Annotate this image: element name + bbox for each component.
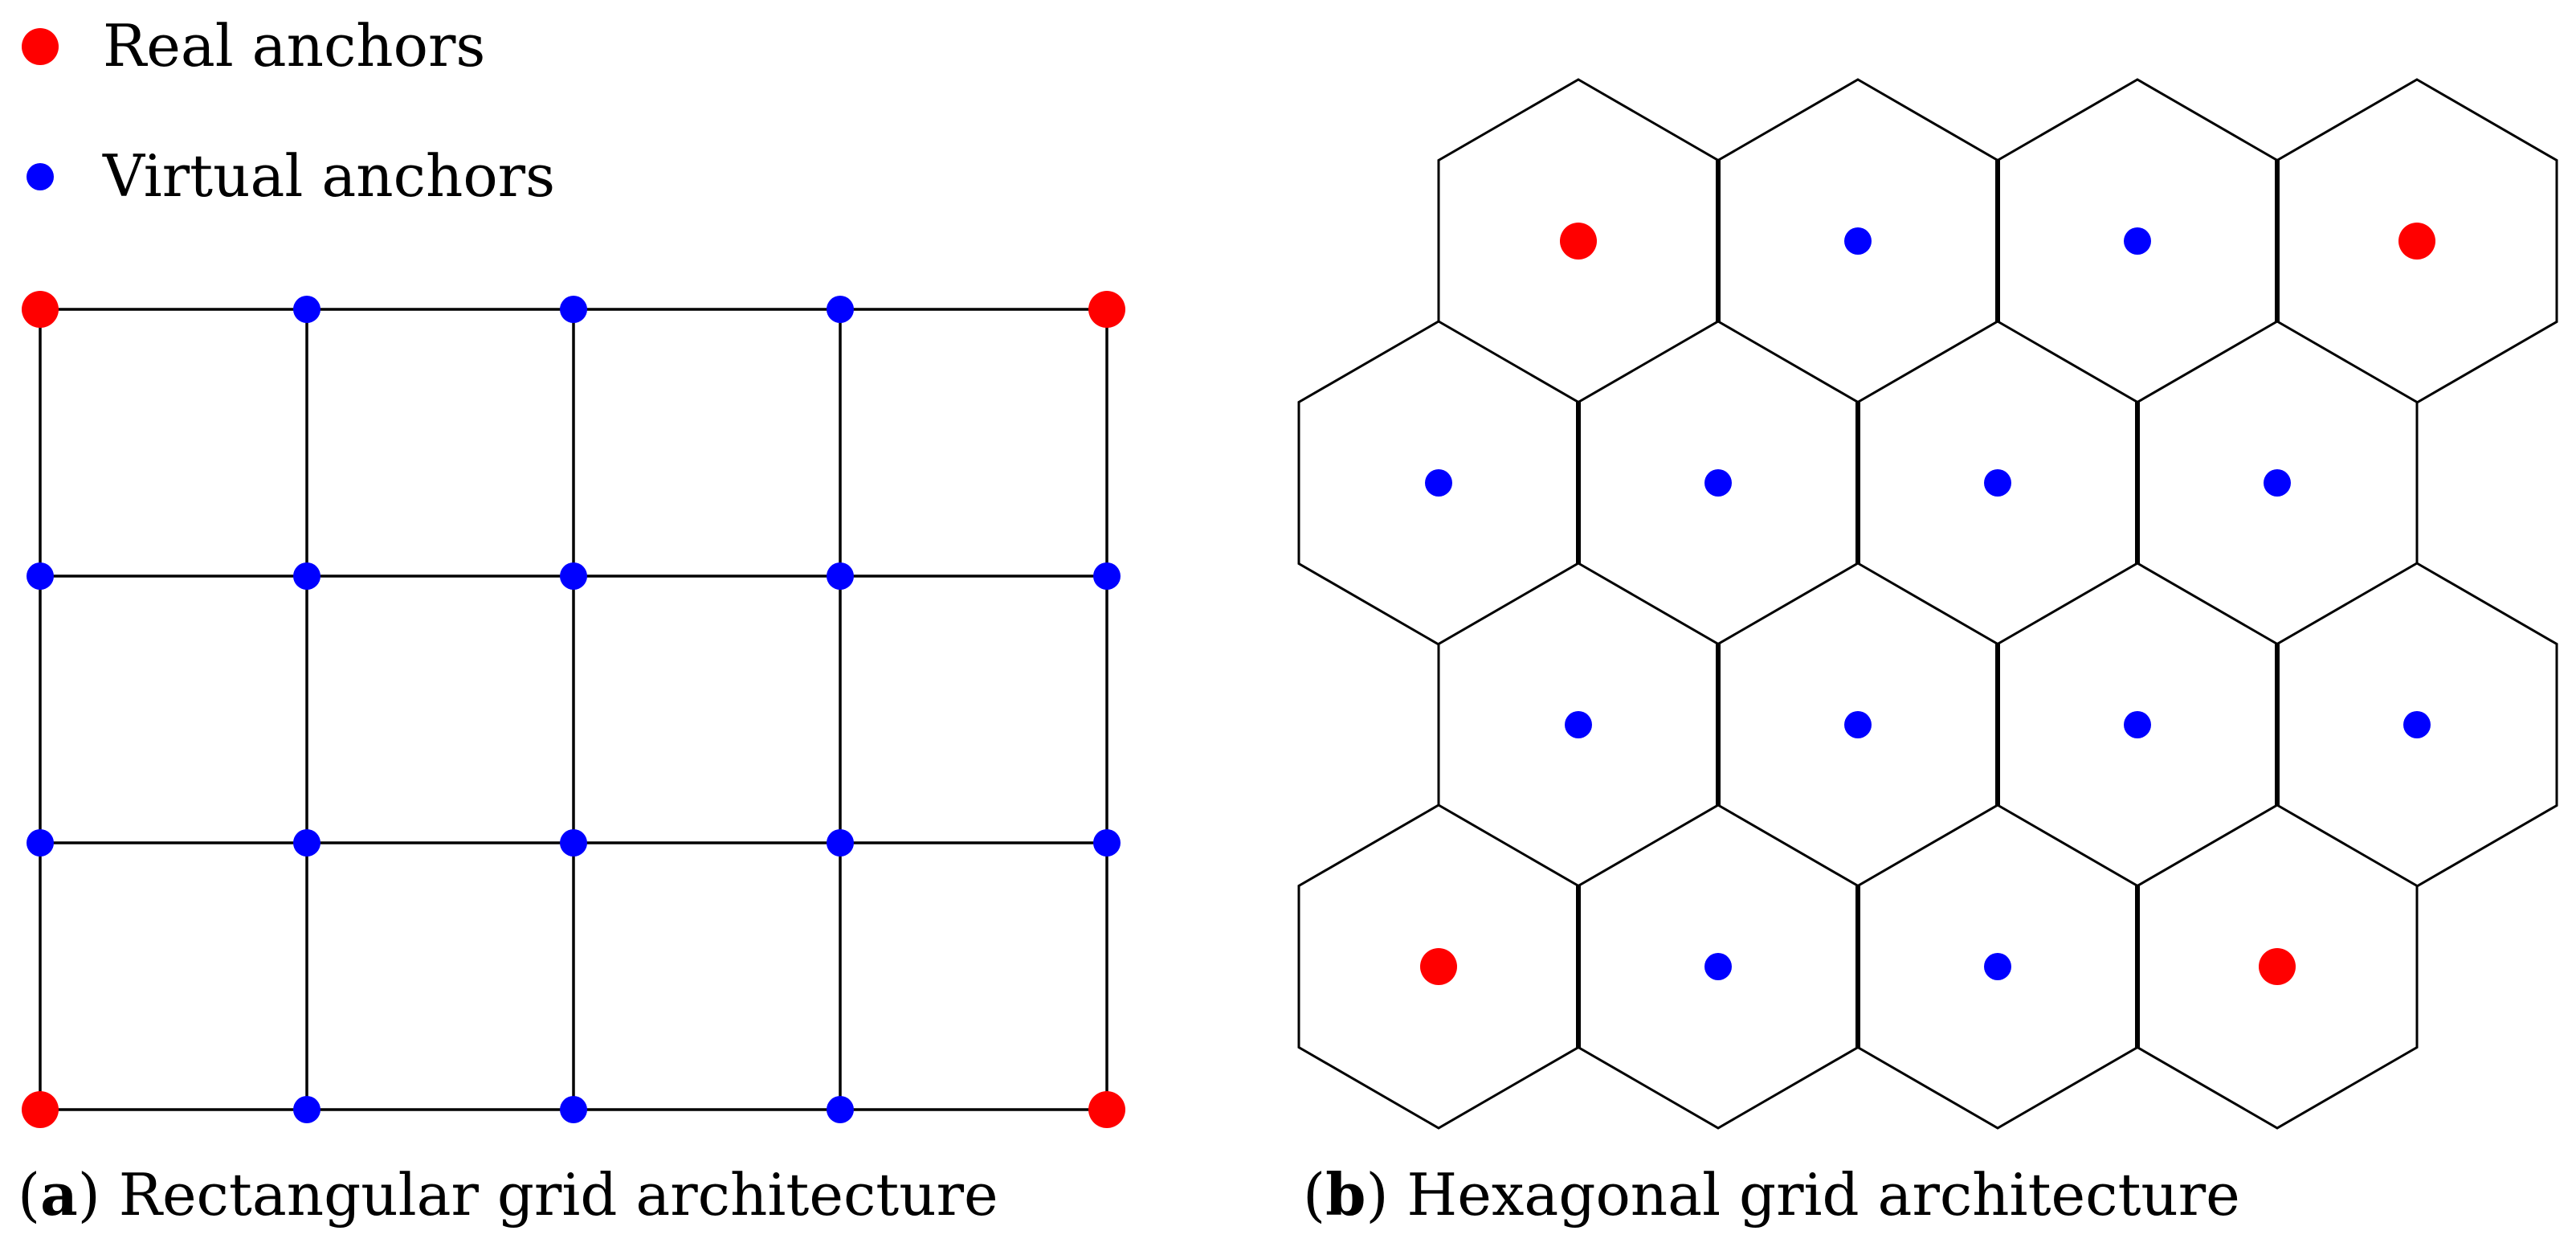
caption-b-letter: b	[1325, 1160, 1366, 1229]
caption-a: (a) Rectangular grid architecture	[18, 1160, 998, 1229]
virtual-anchor-hex	[2264, 469, 2291, 497]
real-anchor-hex	[1420, 948, 1457, 985]
virtual-anchor-node	[560, 1096, 587, 1123]
hexagonal-grid-panel	[1297, 78, 2558, 1130]
real-anchor-node	[22, 1091, 59, 1128]
virtual-anchor-node	[293, 1096, 320, 1123]
legend-real-anchor-label: Real anchors	[103, 12, 485, 80]
virtual-anchor-node	[560, 829, 587, 857]
real-anchor-hex	[2259, 948, 2296, 985]
virtual-anchor-hex	[1984, 469, 2011, 497]
real-anchor-node	[22, 291, 59, 328]
hexagonal-grid-anchors	[1420, 223, 2435, 985]
real-anchor-node	[1088, 291, 1125, 328]
virtual-anchor-hex	[2124, 227, 2151, 255]
virtual-anchor-node	[827, 562, 854, 590]
virtual-anchor-node	[293, 562, 320, 590]
virtual-anchor-hex	[1844, 711, 1872, 738]
caption-b: (b) Hexagonal grid architecture	[1303, 1160, 2240, 1229]
virtual-anchor-hex	[1425, 469, 1452, 497]
virtual-anchor-node	[827, 296, 854, 323]
virtual-anchor-node	[560, 296, 587, 323]
virtual-anchor-node	[827, 829, 854, 857]
virtual-anchor-node	[1093, 829, 1121, 857]
hexagonal-grid-shared-edges	[1576, 160, 2280, 1048]
virtual-anchor-hex	[1984, 953, 2011, 980]
caption-a-text: Rectangular grid architecture	[119, 1161, 998, 1229]
virtual-anchor-hex	[1704, 469, 1732, 497]
virtual-anchor-node	[560, 562, 587, 590]
real-anchor-hex	[1560, 223, 1597, 260]
virtual-anchor-hex	[1704, 953, 1732, 980]
virtual-anchor-hex	[2124, 711, 2151, 738]
virtual-anchor-node	[827, 1096, 854, 1123]
legend-virtual-anchor-marker	[27, 163, 54, 190]
virtual-anchor-node	[27, 562, 54, 590]
legend-real-anchor-marker	[22, 28, 59, 65]
real-anchor-node	[1088, 1091, 1125, 1128]
virtual-anchor-node	[293, 296, 320, 323]
rectangular-grid-lines	[39, 308, 1108, 1111]
virtual-anchor-hex	[1565, 711, 1592, 738]
virtual-anchor-node	[293, 829, 320, 857]
virtual-anchor-hex	[2403, 711, 2431, 738]
virtual-anchor-node	[1093, 562, 1121, 590]
virtual-anchor-hex	[1844, 227, 1872, 255]
legend-virtual-anchor-label: Virtual anchors	[102, 142, 555, 210]
caption-b-text: Hexagonal grid architecture	[1406, 1161, 2239, 1229]
caption-a-letter: a	[40, 1160, 78, 1229]
hexagonal-grid-cells	[1297, 78, 2558, 1130]
rectangular-grid-anchors	[22, 291, 1125, 1128]
virtual-anchor-node	[27, 829, 54, 857]
legend: Real anchors Virtual anchors	[22, 12, 555, 210]
rectangular-grid-panel	[22, 291, 1125, 1128]
real-anchor-hex	[2398, 223, 2435, 260]
